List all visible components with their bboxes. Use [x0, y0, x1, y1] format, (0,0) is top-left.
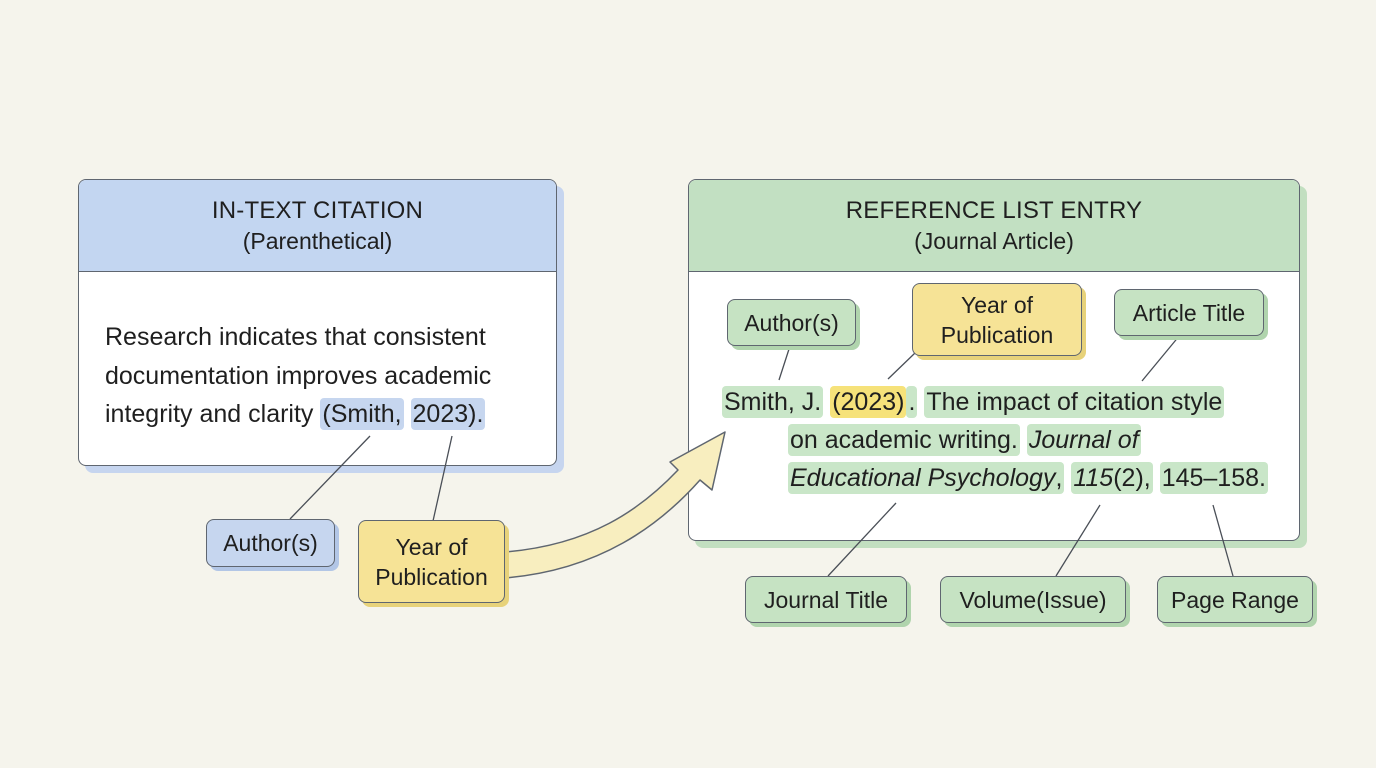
reference-entry-subtitle: (Journal Article) [914, 228, 1074, 254]
ref-journal-title-label: Journal Title [745, 576, 907, 623]
leader-ref-pages [1212, 504, 1234, 577]
leader-ref-title [1141, 334, 1181, 382]
reference-line-2: on academic writing. Journal of [788, 422, 1141, 459]
leader-ref-author [778, 345, 791, 381]
in-text-year-label: Year of Publication [358, 520, 505, 603]
leader-ref-year [887, 352, 916, 380]
leader-ref-journal [827, 502, 897, 577]
reference-line-1: Smith, J. (2023). The impact of citation… [722, 384, 1225, 421]
ref-year-label: Year of Publication [912, 283, 1082, 356]
reference-line-3: Educational Psychology, 115(2), 145–158. [788, 460, 1268, 497]
ref-pages: 145–158. [1159, 462, 1268, 494]
ref-page-range-label: Page Range [1157, 576, 1313, 623]
ref-author: Smith, J. [722, 386, 824, 418]
in-text-citation-example: Research indicates that consistent docum… [105, 318, 545, 434]
ref-volume-issue: 115(2), [1071, 462, 1153, 494]
citation-year-highlight: 2023). [410, 398, 486, 430]
ref-year-dot: . [906, 386, 918, 418]
ref-year: (2023) [830, 386, 907, 418]
reference-entry-title: REFERENCE LIST ENTRY [845, 197, 1143, 224]
ref-article-title-label: Article Title [1114, 289, 1264, 336]
ref-article-title-part2: on academic writing. [788, 424, 1020, 456]
leader-ref-volume [1055, 504, 1101, 577]
in-text-citation-title: IN-TEXT CITATION [211, 197, 424, 224]
in-text-citation-header: IN-TEXT CITATION (Parenthetical) [79, 180, 556, 272]
citation-author-highlight: (Smith, [320, 398, 404, 430]
ref-journal-part1: Journal of [1026, 424, 1141, 456]
ref-article-title-part1: The impact of citation style [924, 386, 1225, 418]
transfer-arrow [504, 431, 726, 579]
leader-left-year [432, 435, 453, 522]
in-text-citation-subtitle: (Parenthetical) [242, 228, 393, 254]
ref-journal-part2: Educational Psychology, [788, 462, 1065, 494]
ref-author-label: Author(s) [727, 299, 856, 346]
leader-left-author [289, 435, 371, 520]
example-sentence: Research indicates that consistent docum… [105, 323, 492, 428]
reference-entry-header: REFERENCE LIST ENTRY (Journal Article) [689, 180, 1299, 272]
ref-volume-issue-label: Volume(Issue) [940, 576, 1126, 623]
in-text-author-label: Author(s) [206, 519, 335, 567]
